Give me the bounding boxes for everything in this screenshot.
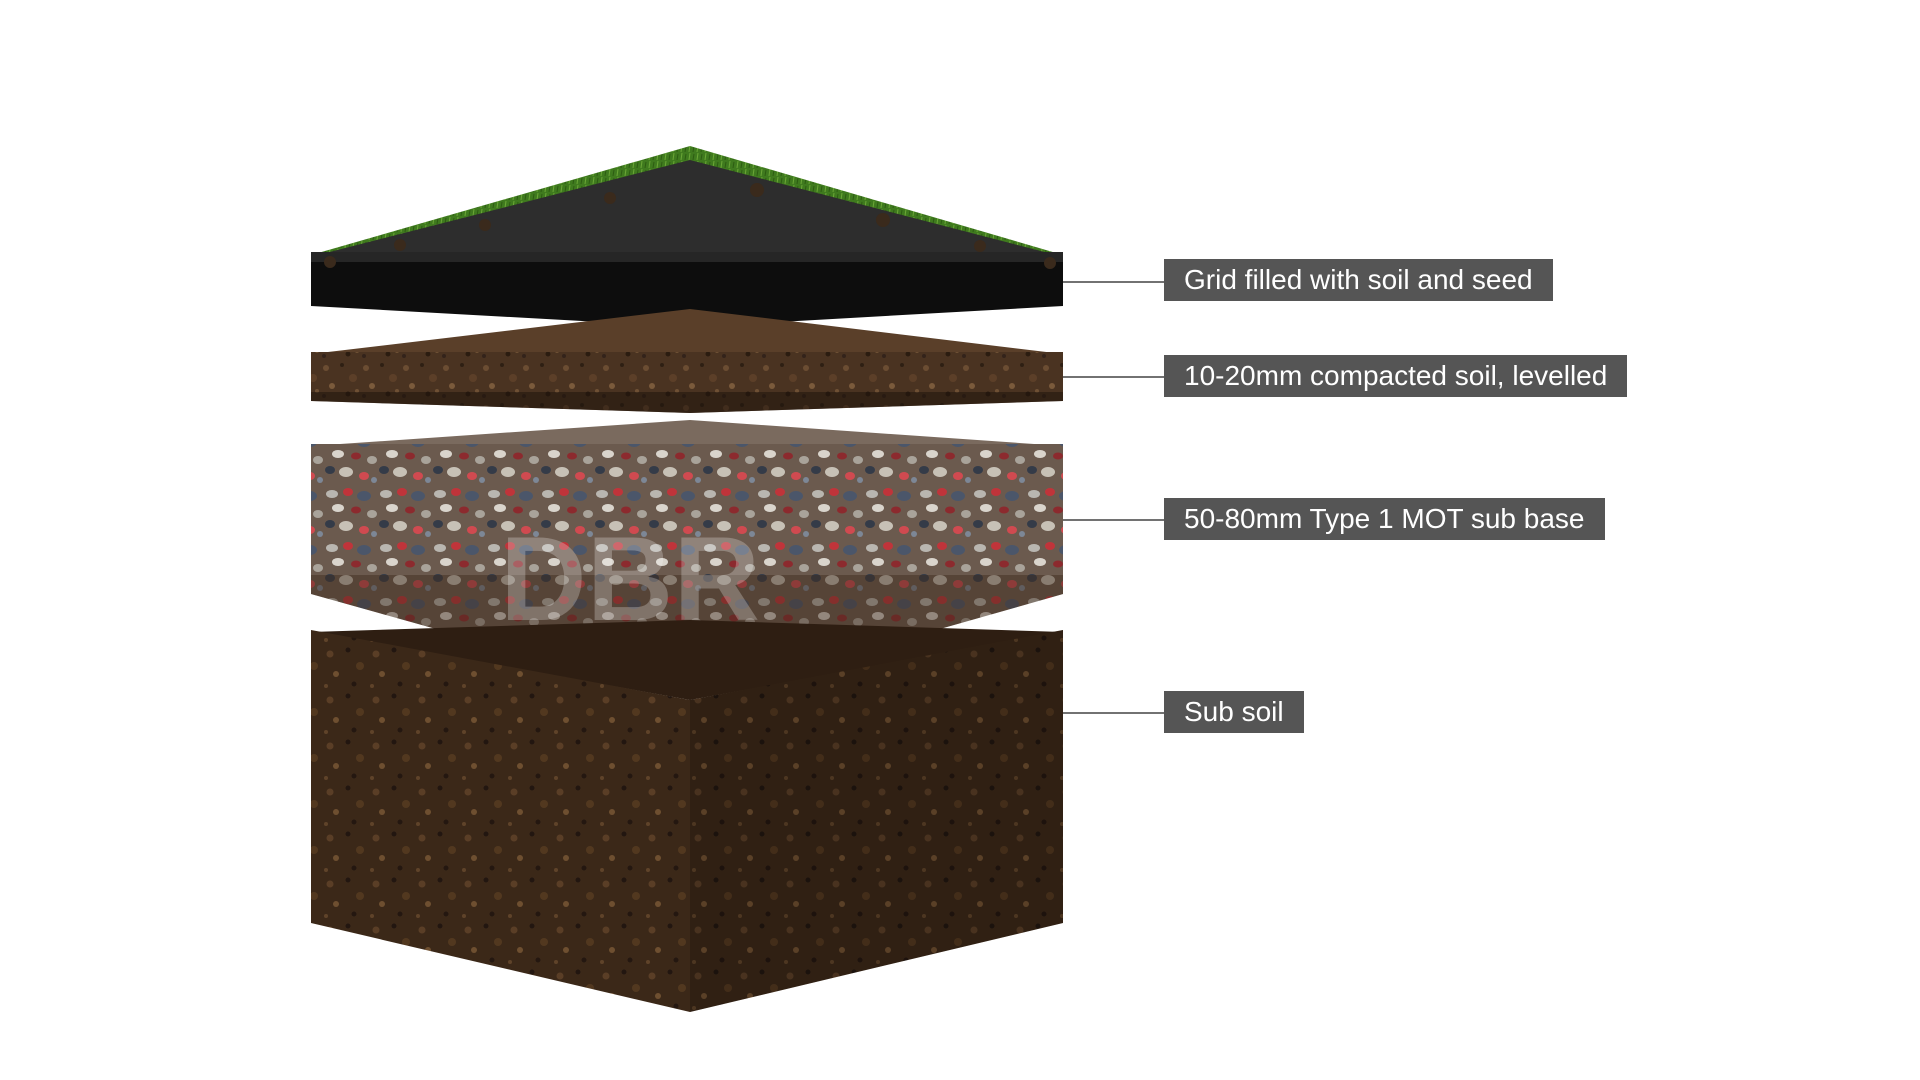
leader-lines [1063,281,1164,714]
compacted-soil-shadow [311,392,1063,413]
sub-soil-layer [311,620,1063,1012]
layer-label-sub-soil: Sub soil [1164,691,1304,733]
grid-layer-front-face [311,252,1063,327]
grid-layer [311,146,1063,327]
grid-layer-front-highlight [311,252,1063,262]
compacted-soil-layer [311,309,1063,413]
sub-soil-right-shade [690,630,1063,1012]
layer-label-sub-base: 50-80mm Type 1 MOT sub base [1164,498,1605,540]
grid-layer-back-face [318,160,1056,255]
sub-soil-top-face [311,620,1063,700]
layer-label-grid: Grid filled with soil and seed [1164,259,1553,301]
grid-cell-markers [324,183,1056,269]
sub-soil-front-face [311,630,1063,1012]
layer-label-compacted-soil: 10-20mm compacted soil, levelled [1164,355,1628,397]
